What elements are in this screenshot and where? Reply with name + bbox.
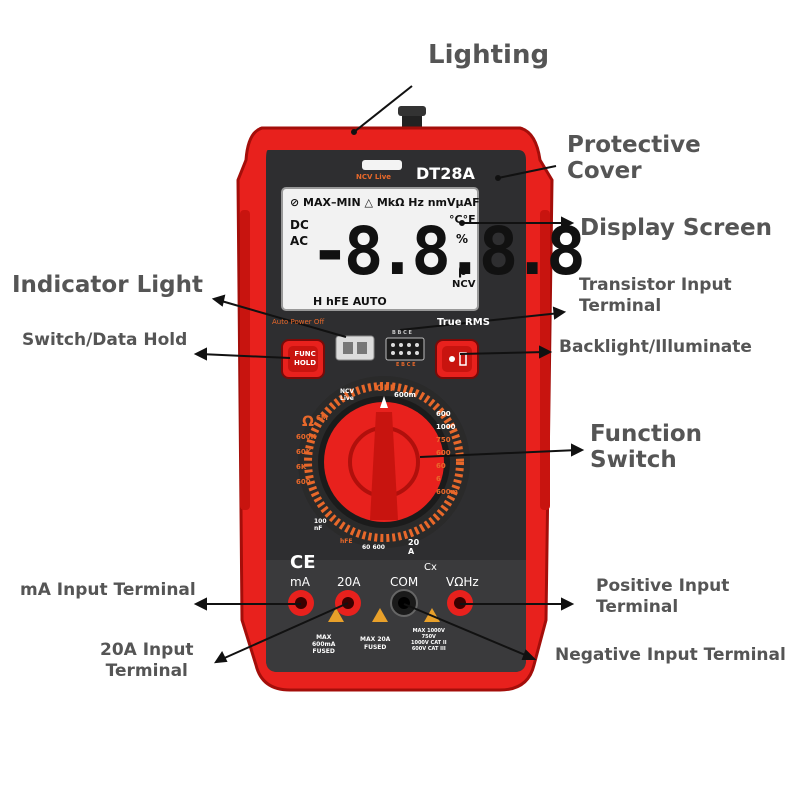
dial-ohm: Ω: [302, 414, 314, 430]
true-rms-label: True RMS: [437, 317, 490, 328]
terminal-com: [390, 589, 418, 617]
leader-indicator: [217, 299, 347, 338]
label-negative-input: Negative Input Terminal: [555, 645, 786, 665]
label-backlight: Backlight/Illuminate: [559, 337, 752, 357]
ncv-sensor: [362, 160, 402, 170]
dial-left-arc-top: 6M: [316, 414, 328, 422]
dial-left-arc: 600K 60K 6K 600: [296, 433, 317, 486]
terminal-label-com: COM: [390, 575, 419, 589]
leader-protective-cover: [497, 165, 557, 179]
model-label: DT28A: [416, 164, 475, 183]
label-20a-input: 20A Input Terminal: [100, 640, 194, 681]
lcd-percent: %: [456, 232, 469, 246]
lcd-top-row: ⊘ MAX–MIN △ MkΩ Hz nmVµAF: [290, 196, 480, 209]
label-switch-data-hold: Switch/Data Hold: [22, 330, 188, 350]
dial-off: OFF: [376, 384, 396, 394]
label-display-screen: Display Screen: [580, 215, 772, 241]
ce-mark: CE: [290, 552, 316, 573]
leader-backlight: [459, 351, 547, 355]
transistor-pins-bottom: E B C E: [396, 362, 416, 368]
leader-20a: [219, 602, 349, 661]
lcd-digits: -8.8.8.8: [310, 213, 586, 290]
lcd-screen: [281, 187, 479, 311]
leader-transistor: [399, 312, 561, 331]
dial-hfe: hFE: [340, 538, 353, 545]
label-indicator-light: Indicator Light: [12, 272, 203, 298]
leader-lighting: [353, 85, 413, 133]
lcd-temp: °C°F: [449, 213, 476, 226]
ncv-live-label: NCV Live: [356, 173, 392, 181]
lcd-beta: β: [458, 264, 467, 278]
lcd-dc: DC: [290, 218, 309, 232]
terminal-label-20a: 20A: [337, 575, 361, 589]
label-function-switch: Function Switch: [590, 421, 703, 473]
transistor-pins-top: B B C E: [392, 330, 412, 336]
leader-negative: [403, 603, 531, 658]
label-lighting: Lighting: [428, 40, 550, 70]
leader-function-switch: [419, 449, 579, 458]
terminal-label-v: VΩHz: [446, 575, 479, 589]
transistor-socket: [385, 337, 425, 361]
leader-switch-hold: [199, 353, 291, 359]
label-ma-input: mA Input Terminal: [20, 580, 196, 600]
indicator-light-socket: [335, 335, 375, 361]
lcd-ac: AC: [290, 234, 309, 248]
dial-bottom-mid: 60 600: [362, 544, 385, 551]
cx-label: Cx: [424, 562, 437, 573]
dial-right-arc: 600 1000 750 600 60 6 600m: [436, 410, 458, 496]
label-transistor-input: Transistor Input Terminal: [579, 275, 732, 316]
knob-pointer: [370, 412, 398, 520]
label-protective-cover: Protective Cover: [567, 132, 701, 184]
auto-off-label: Auto Power Off: [272, 318, 325, 326]
label-positive-input: Positive Input Terminal: [596, 576, 730, 617]
lcd-bottom-row: H hFE AUTO: [313, 295, 387, 308]
dial-right-arc-a: 600m: [394, 391, 416, 399]
terminal-label-ma: mA: [290, 575, 310, 589]
lcd-ncv: NCV: [452, 279, 476, 290]
